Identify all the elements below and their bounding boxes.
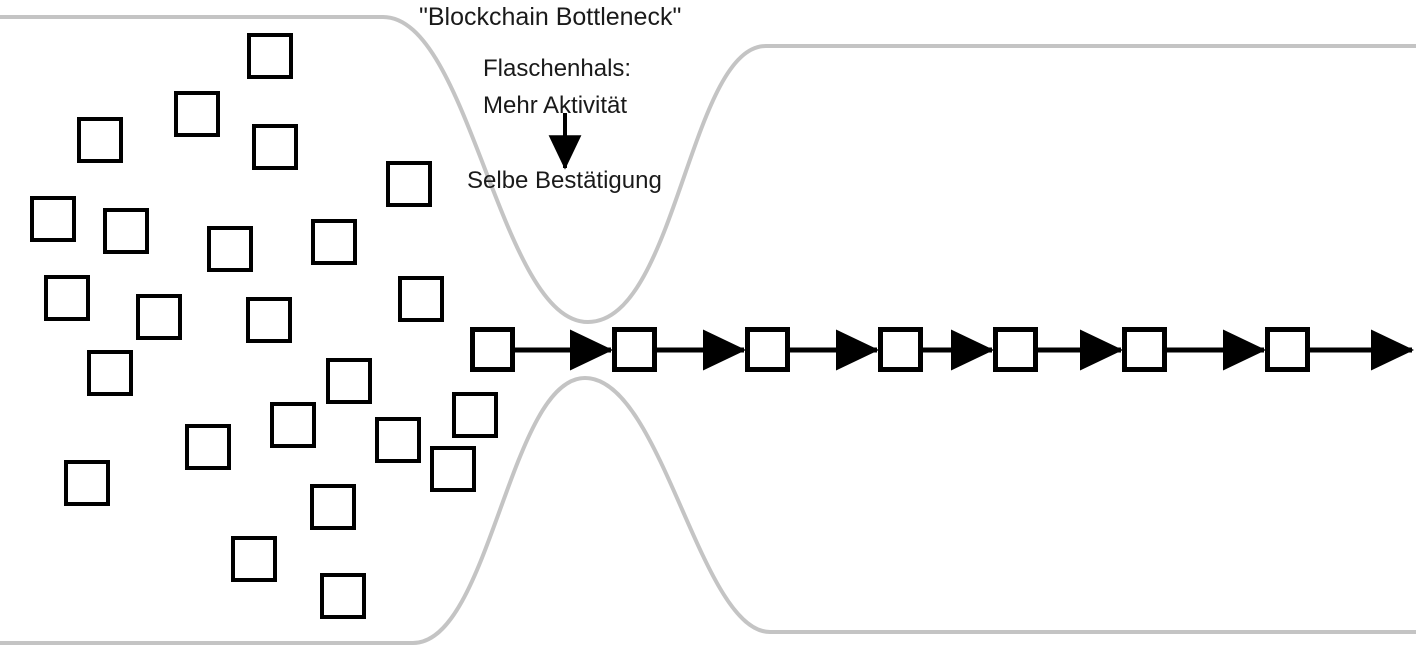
- page-title: "Blockchain Bottleneck": [419, 3, 682, 31]
- pending-transaction-square: [44, 275, 90, 321]
- pending-transaction-square: [270, 402, 316, 448]
- pending-transaction-square: [185, 424, 231, 470]
- chain-block: [878, 327, 923, 372]
- funnel-top-wall: [0, 15, 1416, 324]
- pending-transaction-square: [207, 226, 253, 272]
- annotation-line-1: Flaschenhals:: [483, 55, 632, 82]
- chain-block: [993, 327, 1038, 372]
- pending-transaction-square: [64, 460, 110, 506]
- pending-transaction-square: [375, 417, 421, 463]
- pending-transaction-square: [136, 294, 182, 340]
- pending-transaction-square: [398, 276, 444, 322]
- pending-transaction-square: [252, 124, 298, 170]
- funnel-bottom-wall: [0, 376, 1416, 645]
- pending-transaction-square: [87, 350, 133, 396]
- pending-transaction-square: [77, 117, 123, 163]
- pending-transaction-square: [452, 392, 498, 438]
- pending-transaction-square: [103, 208, 149, 254]
- pending-transaction-square: [320, 573, 366, 619]
- chain-block: [745, 327, 790, 372]
- pending-transaction-square: [430, 446, 476, 492]
- pending-transaction-square: [231, 536, 277, 582]
- pending-transaction-square: [174, 91, 220, 137]
- chain-block: [1122, 327, 1167, 372]
- pending-transaction-square: [311, 219, 357, 265]
- annotation-line-3: Selbe Bestätigung: [467, 167, 662, 194]
- chain-block: [612, 327, 657, 372]
- pending-transaction-squares: [30, 33, 498, 619]
- pending-transaction-square: [310, 484, 356, 530]
- pending-transaction-square: [246, 297, 292, 343]
- pending-transaction-square: [30, 196, 76, 242]
- pending-transaction-square: [326, 358, 372, 404]
- pending-transaction-square: [247, 33, 293, 79]
- pending-transaction-square: [386, 161, 432, 207]
- chain-block: [470, 327, 515, 372]
- chain-blocks: [470, 327, 1310, 372]
- chain-block: [1265, 327, 1310, 372]
- funnel-walls: [0, 15, 1416, 645]
- annotation-line-2: Mehr Aktivität: [483, 92, 628, 119]
